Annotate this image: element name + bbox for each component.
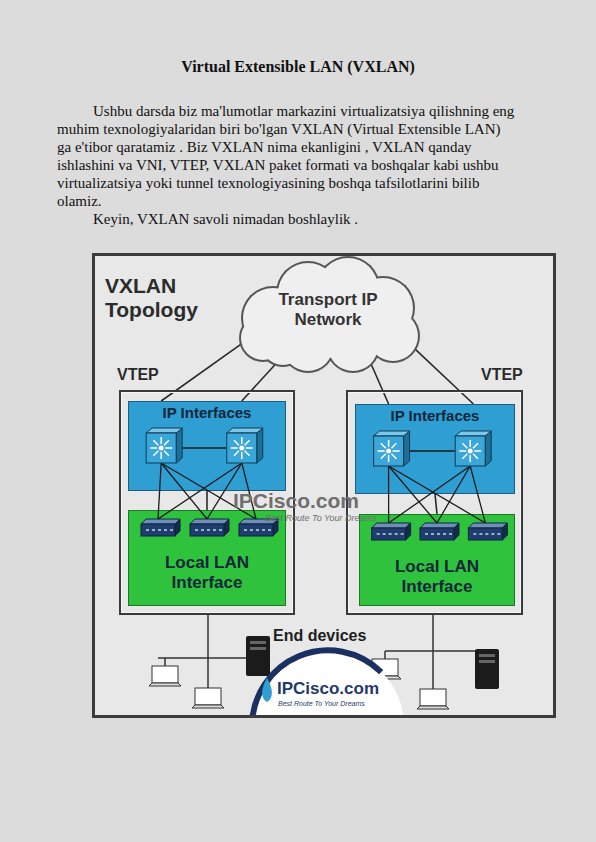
lan-wire (385, 650, 477, 652)
box-label: VXLAN Topology (105, 274, 225, 322)
logo-disc (252, 650, 404, 718)
box-label: Transport IP Network (268, 290, 388, 329)
mesh-link (389, 466, 486, 523)
local-lan-box: Local LAN Interface (359, 514, 515, 606)
mesh-link (388, 466, 389, 523)
end-devices-label: End devices (273, 627, 366, 645)
logo-drop (262, 678, 272, 702)
vtep-box: VTEPIP InterfacesLocal LAN Interface (346, 390, 523, 615)
access-switch-icon (420, 523, 459, 540)
network-link (435, 494, 437, 514)
mesh-link (161, 463, 207, 519)
watermark: IPCisco.com (233, 489, 359, 512)
laptop-icon (149, 666, 181, 686)
box-label: VTEP (481, 366, 541, 384)
body-paragraph: Ushbu darsda biz ma'lumotlar markazini v… (57, 102, 515, 210)
access-switch-icon (372, 523, 411, 540)
core-switch-icon (227, 428, 263, 463)
lan-wire (164, 658, 166, 666)
ip-interfaces-box: IP Interfaces (355, 404, 515, 494)
mesh-link (158, 463, 242, 519)
mesh-link (389, 466, 437, 523)
mesh-link (389, 466, 471, 523)
lan-wire (384, 651, 386, 659)
box-label: Local LAN Interface (360, 557, 514, 596)
switch-link (410, 450, 456, 452)
logo-tagline: Best Route To Your Dreams (278, 700, 365, 708)
mesh-link (158, 463, 161, 519)
core-switch-icon (374, 431, 410, 466)
logo-text: IPCisco.com (277, 680, 379, 699)
core-switch-icon (146, 428, 182, 463)
core-switch-icon (455, 431, 491, 466)
lan-wire (432, 651, 434, 689)
ip-interfaces-box: IP Interfaces (128, 401, 286, 491)
network-link (206, 491, 208, 510)
lan-wire (207, 615, 209, 658)
server-icon (246, 636, 270, 676)
network-link (370, 361, 389, 404)
diagram-frame: VXLAN Topology Transport IP NetworkVTEP IP… (92, 253, 556, 718)
box-label: IP Interfaces (129, 404, 285, 421)
mesh-link (470, 466, 485, 523)
body-text: Ushbu darsda biz ma'lumotlar markazini v… (57, 102, 515, 228)
server-icon (475, 649, 499, 689)
lan-wire (207, 658, 209, 688)
switch-link (182, 447, 227, 449)
laptop-icon (417, 689, 449, 709)
network-cloud: Transport IP Network (233, 258, 423, 370)
lan-wire (432, 615, 434, 651)
local-lan-box: Local LAN Interface (128, 510, 286, 606)
access-switch-icon (141, 519, 180, 536)
logo-arc (252, 650, 381, 718)
box-label: VTEP (117, 366, 177, 384)
body-paragraph: Keyin, VXLAN savoli nimadan boshlaylik . (57, 210, 515, 228)
box-label: Local LAN Interface (129, 553, 285, 592)
page-title: Virtual Extensible LAN (VXLAN) (0, 58, 596, 76)
mesh-link (437, 466, 470, 523)
lan-wire (158, 657, 246, 659)
access-switch-icon (468, 523, 507, 540)
laptop-icon (192, 688, 224, 708)
access-switch-icon (190, 519, 229, 536)
watermark: Best Route To Your Dreams (265, 514, 377, 524)
box-label: IP Interfaces (356, 407, 514, 424)
